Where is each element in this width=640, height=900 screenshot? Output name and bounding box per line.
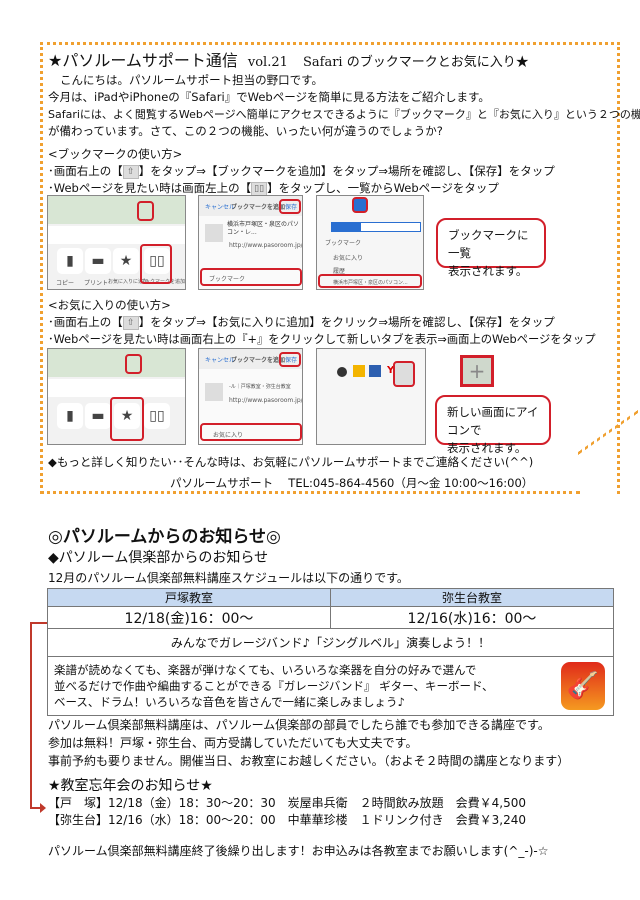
page-title: -ル｜戸塚教室・弥生台教室 [229, 384, 291, 390]
connector-arrow [30, 807, 42, 809]
col-totsuka: 戸塚教室 [47, 588, 331, 607]
save-label: 保存 [285, 204, 298, 211]
url: http://www.pasoroom.jp/ [229, 242, 303, 249]
book-icon: ▯▯ [144, 403, 170, 429]
date-totsuka: 12/18(金)16：00～ [47, 606, 331, 629]
garageband-icon: 🎸 [561, 662, 605, 710]
copy-icon: ▮ [57, 248, 83, 274]
share-icon: ⇧ [122, 315, 139, 330]
step-text: ･画面右上の【 [48, 164, 123, 178]
screenshot-add-favorite: キャンセル ブックマークを追加 保存 -ル｜戸塚教室・弥生台教室 http://… [198, 348, 303, 445]
date-yayoidai: 12/16(水)16：00～ [329, 606, 615, 629]
contact-phone: パソルームサポート TEL:045-864-4560（月～金 10:00～16:… [170, 476, 534, 490]
party-item: 【戸 塚】12/18（金）18：30～20：30 炭屋串兵衛 ２時間飲み放題 会… [48, 796, 527, 810]
schedule-intro: 12月のパソルーム倶楽部無料講座スケジュールは以下の通りです。 [48, 571, 409, 585]
title-sub: Safari のブックマークとお気に入り★ [302, 55, 529, 70]
info-line: パソルーム倶楽部無料講座は、パソルーム倶楽部の部員でしたら誰でも参加できる講座で… [48, 718, 550, 732]
bookmark-section: <ブックマークの使い方> ･画面右上の【⇧】をタップ⇒【ブックマークを追加】をタ… [48, 146, 555, 197]
club-info: パソルーム倶楽部無料講座は、パソルーム倶楽部の部員でしたら誰でも参加できる講座で… [48, 716, 569, 770]
book-icon: ▯▯ [251, 181, 268, 196]
add-bookmark-label: ブックマークを追加 [231, 357, 286, 364]
closing-text: パソルーム倶楽部無料講座終了後繰り出します！お申込みは各教室までお願いします(^… [48, 844, 549, 858]
label: お気に入り [333, 255, 364, 262]
bookmark-callout: ブックマークに一覧 表示されます。 [436, 218, 546, 278]
intro: こんにちは。パソルームサポート担当の野口です。 今月は、iPadやiPhoneの… [48, 72, 640, 140]
screenshot-new-tab: Y [316, 348, 426, 445]
newsletter-title: ★パソルームサポート通信 vol.21 Safari のブックマークとお気に入り★ [48, 47, 529, 71]
screenshot-share-menu: ▮ ▬ ★ ▯▯ コピー プリント お気に入りに追加 ブックマークを追加 [47, 195, 186, 290]
intro-line: こんにちは。パソルームサポート担当の野口です。 [60, 73, 324, 87]
print-icon: ▬ [85, 248, 111, 274]
step-text: 】をタップし、一覧からWebページをタップ [267, 181, 499, 195]
screenshot-bookmark-list: ブックマーク お気に入り 履歴 横浜市戸塚区・泉区のパソコン... [316, 195, 424, 290]
col-yayoidai: 弥生台教室 [329, 588, 615, 607]
party-heading: ★教室忘年会のお知らせ★ [48, 778, 213, 794]
intro-line: 今月は、iPadやiPhoneの『Safari』でWebページを簡単に見る方法を… [48, 90, 490, 104]
add-bookmark-label: ブックマークを追加 [231, 204, 286, 211]
step-text: 】をタップ⇒【お気に入りに追加】をクリック⇒場所を確認し、【保存】をタップ [138, 315, 555, 329]
copy-icon: ▮ [57, 403, 83, 429]
screenshot-add-bookmark: キャンセル ブックマークを追加 保存 横浜市戸塚区・泉区のパソコン・レ... h… [198, 195, 303, 290]
save-label: 保存 [285, 357, 298, 364]
star-icon: ★ [114, 403, 140, 429]
notice-heading: ◎パソルームからのお知らせ◎ [48, 527, 281, 547]
club-heading: ◆パソルーム倶楽部からのお知らせ [48, 550, 269, 566]
share-icon: ⇧ [122, 164, 139, 179]
callout-text: 表示されます。 [447, 441, 527, 455]
party-item: 【弥生台】12/16（水）18：00～20：00 中華華珍楼 １ドリンク付き 会… [48, 813, 527, 827]
favorite-section: <お気に入りの使い方> ･画面右上の【⇧】をタップ⇒【お気に入りに追加】をクリッ… [48, 297, 596, 348]
bookmark-heading: <ブックマークの使い方> [48, 147, 183, 161]
newsletter-frame [40, 42, 620, 494]
label: プリント [84, 280, 109, 287]
title-vol: vol.21 [247, 55, 288, 70]
info-line: 事前予約も要りません。開催当日、お教室にお越しください。（およそ２時間の講座とな… [48, 754, 570, 768]
info-line: 参加は無料！戸塚・弥生台、両方受講していただいても大丈夫です。 [48, 736, 418, 750]
plus-icon: + [460, 355, 494, 387]
intro-line: Safariには、よく閲覧するWebページへ簡単にアクセスできるように『ブックマ… [48, 108, 640, 121]
party-list: 【戸 塚】12/18（金）18：30～20：30 炭屋串兵衛 ２時間飲み放題 会… [48, 795, 526, 829]
description: 楽譜が読めなくても、楽器が弾けなくても、いろいろな楽器を自分の好みで選んで 並べ… [47, 656, 614, 716]
connector-line [30, 622, 47, 809]
schedule-table: 戸塚教室弥生台教室 12/18(金)16：00～12/16(水)16：00～ み… [47, 588, 615, 716]
desc-line: ベース、ドラム！いろいろな音色を皆さんで一緒に楽しみましょう♪ [54, 695, 405, 709]
folder-label: ブックマーク [209, 276, 246, 283]
favorite-callout: 新しい画面にアイコンで 表示されます。 [435, 395, 551, 455]
star-icon: ★ [113, 248, 139, 274]
favorite-heading: <お気に入りの使い方> [48, 298, 171, 312]
label: コピー [56, 280, 75, 287]
newsletter-frame-bottom [40, 491, 580, 494]
book-icon: ▯▯ [144, 248, 170, 274]
screenshot-share-menu-favorite: ▮ ▬ ★ ▯▯ [47, 348, 186, 445]
arrow-head-icon [40, 803, 46, 813]
label: 横浜市戸塚区・泉区のパソコン... [333, 280, 408, 286]
cancel-label: キャンセル [205, 357, 236, 364]
topic: みんなでガレージバンド♪「ジングルベル」演奏しよう！！ [47, 628, 614, 657]
step-text: ･Webページを見たい時は画面右上の『+』をクリックして新しいタブを表示⇒画面上… [48, 333, 596, 346]
print-icon: ▬ [85, 403, 111, 429]
contact-text: ◆もっと詳しく知りたい･･そんな時は、お気軽にパソルームサポートまでご連絡くださ… [48, 455, 534, 469]
label: 履歴 [333, 268, 346, 275]
step-text: 】をタップ⇒【ブックマークを追加】をタップ⇒場所を確認し、【保存】をタップ [138, 164, 555, 178]
callout-text: 表示されます。 [448, 264, 528, 278]
desc-line: 並べるだけで作曲や編曲することができる『ガレージバンド』 ギター、キーボード、 [54, 679, 494, 693]
desc-line: 楽譜が読めなくても、楽器が弾けなくても、いろいろな楽器を自分の好みで選んで [54, 663, 477, 677]
folder-label: お気に入り [213, 432, 244, 439]
cancel-label: キャンセル [205, 204, 236, 211]
step-text: ･画面右上の【 [48, 315, 123, 329]
intro-line: が備わっています。さて、この２つの機能、いったい何が違うのでしょうか? [48, 124, 443, 138]
callout-text: 新しい画面にアイコンで [447, 405, 539, 437]
callout-text: ブックマークに一覧 [448, 228, 529, 260]
page-title: 横浜市戸塚区・泉区のパソコン・レ... [227, 221, 300, 236]
label: お気に入りに追加 [108, 279, 149, 285]
url: http://www.pasoroom.jp/ [229, 397, 303, 404]
title-main: ★パソルームサポート通信 [48, 51, 238, 70]
step-text: ･Webページを見たい時は画面左上の【 [48, 181, 252, 195]
label: ブックマーク [325, 240, 362, 247]
